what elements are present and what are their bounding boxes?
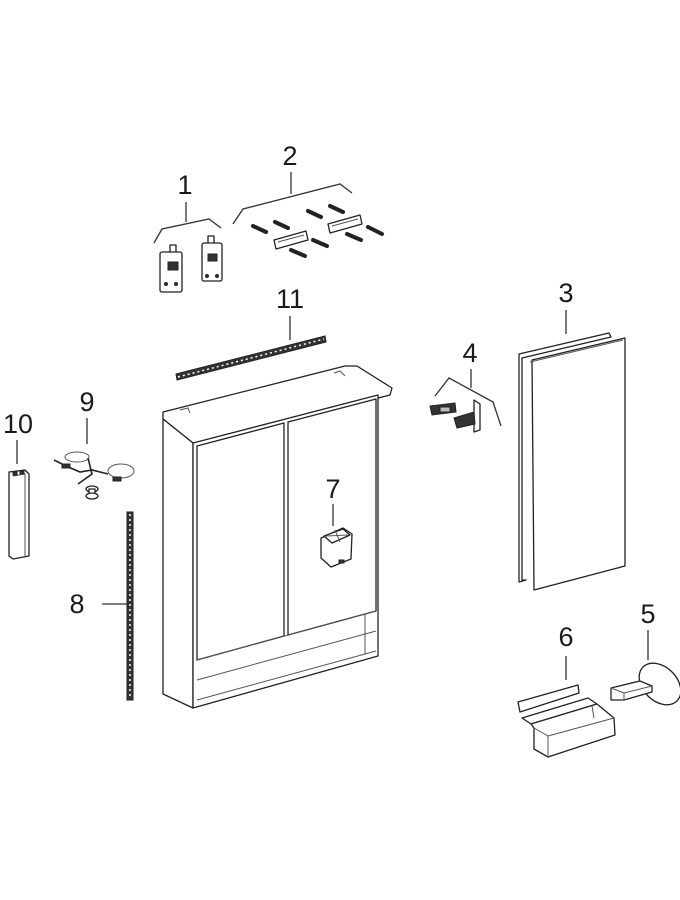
callout-label-5: 5: [640, 599, 655, 629]
leader-line-4: [434, 369, 502, 427]
wall-bracket-right: [201, 235, 223, 282]
callout-5: 5: [640, 599, 656, 660]
callout-label-9: 9: [79, 387, 94, 417]
callout-label-10: 10: [3, 409, 33, 439]
mirror-cabinet-body: [162, 365, 393, 709]
callout-label-1: 1: [177, 170, 192, 200]
callout-11: 11: [276, 284, 304, 340]
callout-label-2: 2: [282, 141, 297, 171]
cabinet-door-left: [196, 422, 285, 661]
hinge-part: [429, 399, 481, 433]
horizontal-led-strip: [175, 335, 327, 381]
callout-label-4: 4: [462, 338, 477, 368]
cabinet-open-shelf: [196, 610, 377, 701]
suspension-rail-right: [327, 214, 363, 234]
vertical-led-strip: [126, 511, 134, 701]
screw-and-plug-set: [251, 204, 384, 258]
suspension-rail-set: [251, 204, 384, 258]
mirror-door-front: [531, 337, 626, 591]
storage-tray-part: [517, 684, 616, 758]
leader-line-2: [232, 172, 353, 225]
cable-set-part: [53, 451, 135, 500]
mirror-door-back: [518, 332, 612, 583]
callout-6: 6: [558, 622, 574, 680]
callout-label-3: 3: [558, 278, 573, 308]
power-socket-part: [320, 527, 353, 568]
callout-10: 10: [3, 409, 33, 464]
mirror-door-panels: [518, 332, 626, 591]
callout-8: 8: [69, 589, 127, 619]
wall-bracket-part: [159, 235, 223, 293]
cabinet-door-right: [287, 398, 377, 636]
callout-2: 2: [232, 141, 353, 225]
wall-bracket-left: [159, 244, 183, 293]
suspension-rail-left: [273, 230, 309, 250]
power-supply-part: [8, 469, 30, 560]
callout-label-8: 8: [69, 589, 84, 619]
callout-9: 9: [79, 387, 95, 444]
callout-1: 1: [153, 170, 222, 244]
cabinet-side-panel: [162, 418, 194, 709]
hinge-plate: [473, 399, 481, 433]
callout-label-11: 11: [276, 284, 304, 314]
callout-3: 3: [558, 278, 574, 334]
leader-line-1: [153, 202, 222, 244]
hinge-arm: [453, 411, 476, 429]
callout-label-6: 6: [558, 622, 573, 652]
cosmetic-mirror-part: [610, 662, 680, 706]
callout-4: 4: [434, 338, 502, 427]
callout-7: 7: [325, 474, 341, 526]
callout-label-7: 7: [325, 474, 340, 504]
